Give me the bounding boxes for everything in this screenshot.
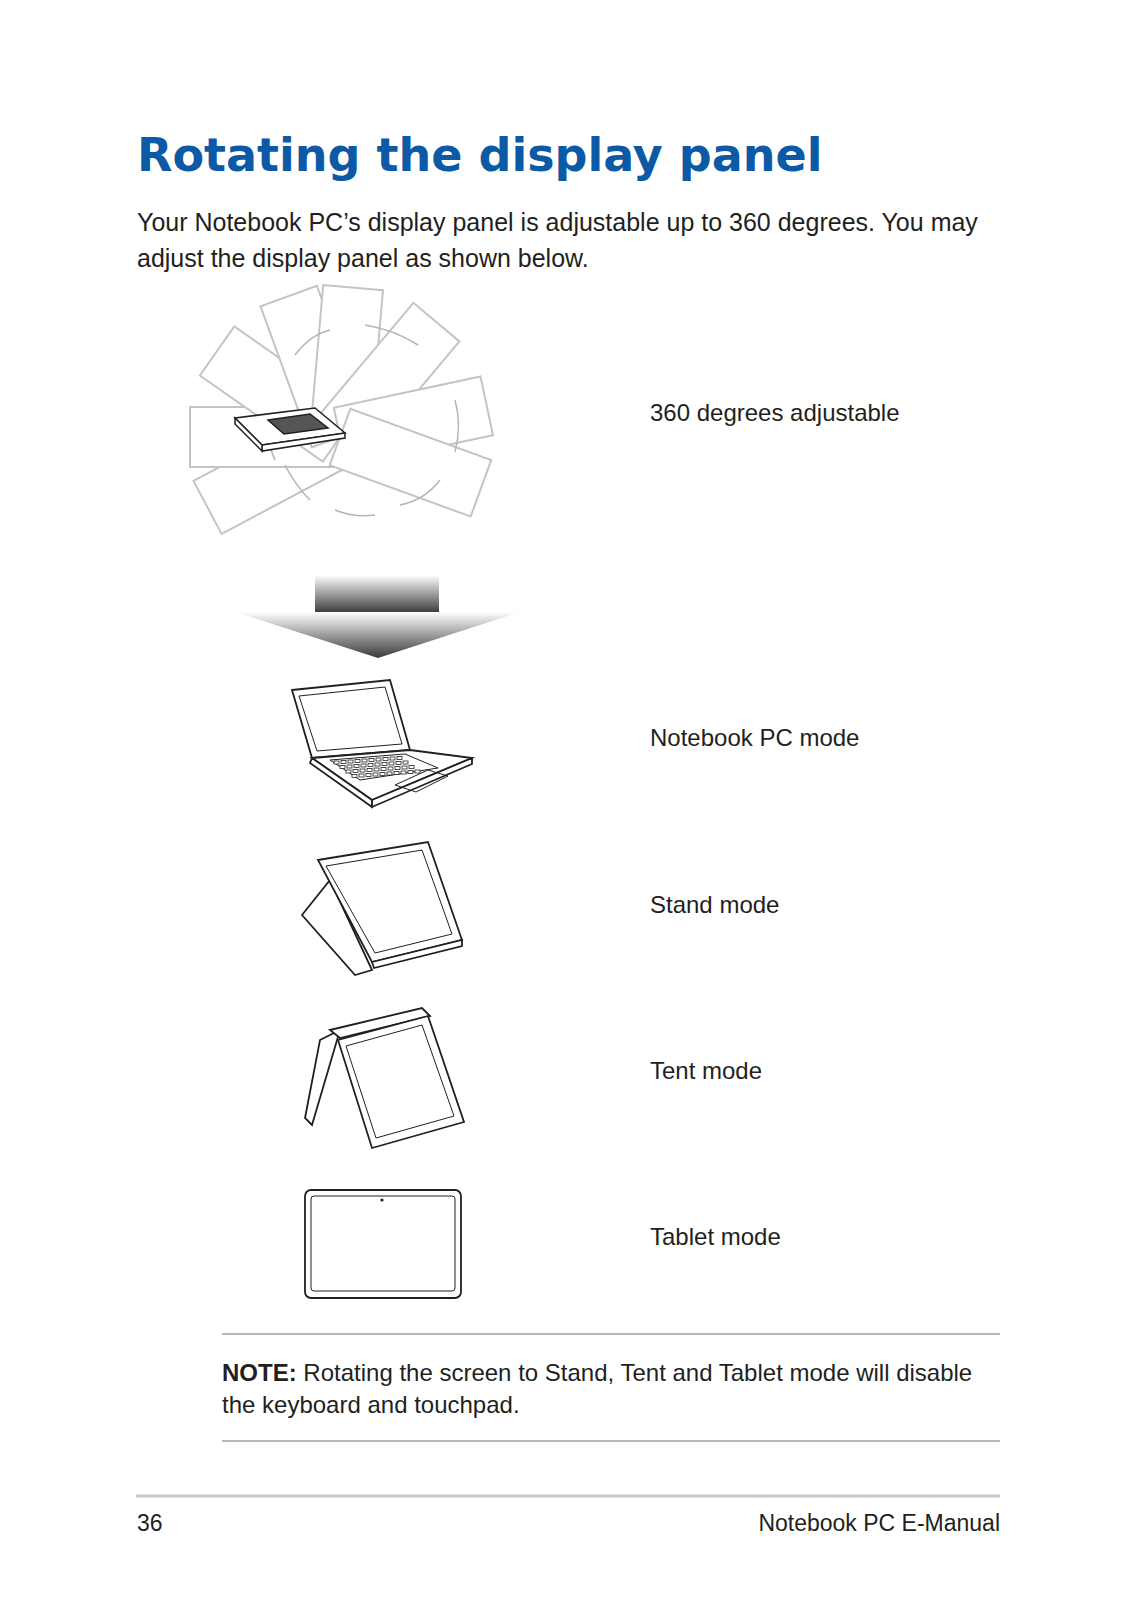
tablet-mode-figure bbox=[305, 1190, 461, 1298]
key bbox=[408, 771, 413, 774]
key bbox=[334, 761, 339, 764]
down-arrow bbox=[235, 575, 520, 658]
key bbox=[380, 773, 385, 776]
key bbox=[409, 766, 414, 769]
key bbox=[367, 769, 372, 772]
key bbox=[340, 766, 345, 769]
mode-label: 360 degrees adjustable bbox=[650, 398, 900, 428]
key bbox=[347, 765, 352, 768]
key bbox=[388, 767, 393, 770]
note-paragraph: NOTE: Rotating the screen to Stand, Tent… bbox=[222, 1357, 1000, 1421]
key bbox=[383, 758, 388, 761]
key bbox=[403, 761, 408, 764]
key bbox=[368, 764, 373, 767]
key bbox=[341, 761, 346, 764]
rotation-fan bbox=[190, 285, 493, 534]
key bbox=[360, 769, 365, 772]
mode-label: Notebook PC mode bbox=[650, 723, 859, 753]
mode-label: Tablet mode bbox=[650, 1222, 781, 1252]
key bbox=[366, 774, 371, 777]
rules bbox=[136, 1334, 1000, 1496]
key bbox=[401, 771, 406, 774]
key bbox=[355, 760, 360, 763]
key bbox=[381, 768, 386, 771]
mode-label: Tent mode bbox=[650, 1056, 762, 1086]
key bbox=[396, 762, 401, 765]
note-text: Rotating the screen to Stand, Tent and T… bbox=[222, 1359, 972, 1418]
key bbox=[369, 759, 374, 762]
key bbox=[348, 760, 353, 763]
key bbox=[397, 757, 402, 760]
key bbox=[354, 765, 359, 768]
key bbox=[387, 772, 392, 775]
key bbox=[353, 770, 358, 773]
tent-mode-figure bbox=[305, 1008, 464, 1148]
keyboard-keys bbox=[334, 757, 420, 778]
manual-name: Notebook PC E-Manual bbox=[758, 1509, 1000, 1537]
key bbox=[402, 766, 407, 769]
note-heading: NOTE: bbox=[222, 1359, 297, 1386]
laptop-base bbox=[235, 408, 345, 451]
intro-text: Your Notebook PC’s display panel is adju… bbox=[137, 204, 997, 276]
panel-position bbox=[330, 409, 492, 517]
key bbox=[394, 772, 399, 775]
key bbox=[395, 767, 400, 770]
key bbox=[415, 770, 420, 773]
key bbox=[375, 763, 380, 766]
mode-label: Stand mode bbox=[650, 890, 779, 920]
key bbox=[362, 759, 367, 762]
key bbox=[374, 768, 379, 771]
key bbox=[359, 774, 364, 777]
key bbox=[352, 775, 357, 778]
notebook-mode-figure bbox=[292, 680, 472, 807]
page-title: Rotating the display panel bbox=[137, 128, 1037, 182]
key bbox=[389, 762, 394, 765]
key bbox=[382, 763, 387, 766]
key bbox=[373, 773, 378, 776]
key bbox=[376, 758, 381, 761]
page-number: 36 bbox=[137, 1509, 163, 1537]
key bbox=[346, 770, 351, 773]
stand-mode-figure bbox=[302, 842, 462, 975]
key bbox=[361, 764, 366, 767]
key bbox=[390, 757, 395, 760]
